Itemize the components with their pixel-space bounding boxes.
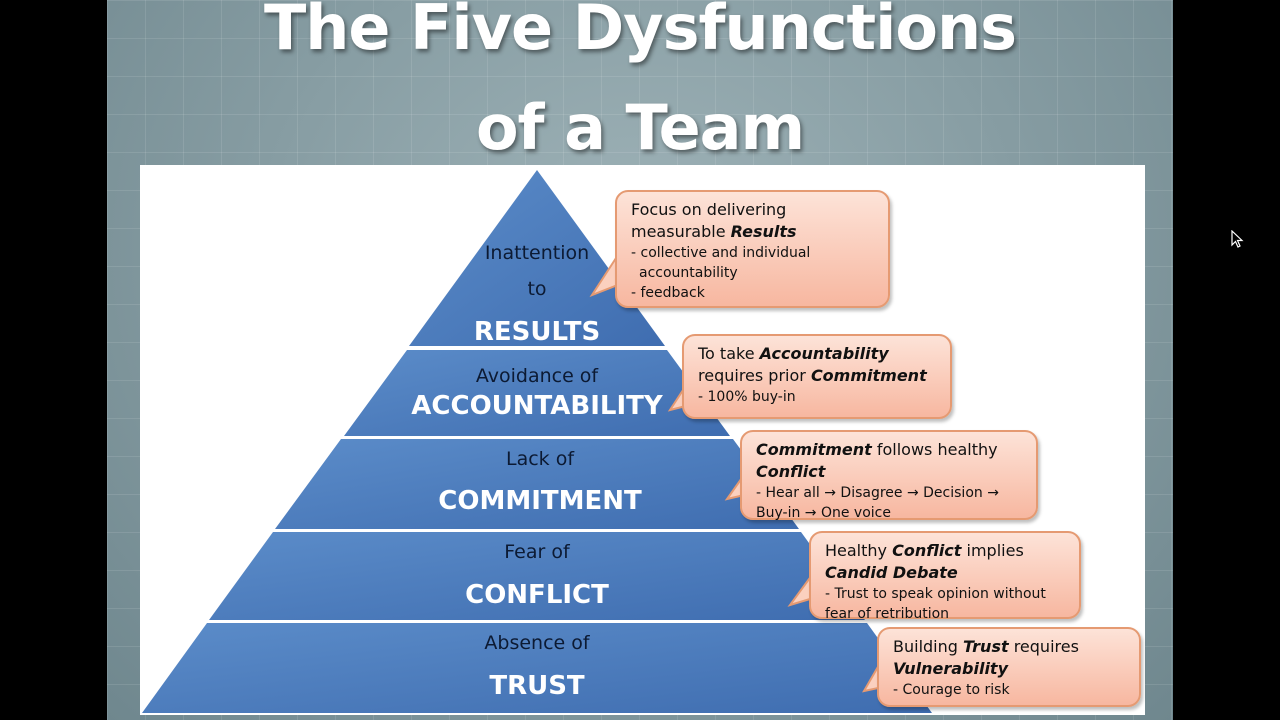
diagram-panel: Inattention to RESULTS Avoidance of ACCO… — [140, 165, 1145, 715]
tier-results-main: RESULTS — [474, 317, 600, 347]
callout-accountability-line1-pre: To take — [698, 344, 760, 363]
pyramid-tier-accountability — [344, 350, 730, 436]
callout-trust-bullet-1: - Courage to risk — [893, 682, 1010, 698]
callout-results: Focus on delivering measurable Results -… — [615, 190, 890, 308]
slide-title-line1: The Five Dysfunctions — [263, 0, 1017, 64]
pyramid-diagram: Inattention to RESULTS Avoidance of ACCO… — [142, 170, 932, 713]
callout-conflict-line1-pre: Healthy — [825, 541, 893, 560]
callout-trust: Building Trust requires Vulnerability - … — [877, 627, 1141, 707]
tier-trust-sub: Absence of — [484, 632, 590, 654]
callout-trust-line1-em: Trust — [963, 637, 1009, 656]
callout-trust-line2-em: Vulnerability — [893, 659, 1009, 678]
callout-results-line2-pre: measurable — [631, 222, 731, 241]
callout-commitment-line2-em: Conflict — [756, 462, 826, 481]
callout-accountability-line2-em: Commitment — [810, 366, 927, 385]
callout-conflict-bullet-2: fear of retribution — [825, 606, 950, 622]
tier-trust-main: TRUST — [489, 671, 585, 701]
tier-results-sub2: to — [527, 278, 546, 300]
pyramid-tier-conflict — [209, 532, 865, 620]
slide-title-line2: of a Team — [475, 91, 805, 164]
callout-commitment-line1-post: follows healthy — [871, 440, 998, 459]
callout-conflict-bullet-1: - Trust to speak opinion without — [825, 586, 1046, 602]
callout-conflict-line2-em: Candid Debate — [825, 563, 958, 582]
pyramid-tier-results — [409, 170, 665, 346]
callout-commitment: Commitment follows healthy Conflict - He… — [740, 430, 1038, 521]
callout-results-bullet-2: accountability — [639, 265, 738, 281]
callout-accountability-line2-pre: requires prior — [698, 366, 811, 385]
callout-results-line2-em: Results — [730, 222, 797, 241]
callout-trust-line1-pre: Building — [893, 637, 963, 656]
tier-accountability-main: ACCOUNTABILITY — [411, 391, 664, 421]
callout-results-line1: Focus on delivering — [631, 200, 787, 219]
mouse-cursor-icon — [1231, 230, 1244, 248]
callout-conflict: Healthy Conflict implies Candid Debate -… — [809, 531, 1081, 622]
tier-conflict-sub: Fear of — [504, 541, 571, 563]
callout-conflict-line1-post: implies — [961, 541, 1024, 560]
callout-results-bullet-1: - collective and individual — [631, 245, 811, 261]
callout-accountability-line1-em: Accountability — [759, 344, 889, 363]
callout-results-bullet-3: - feedback — [631, 285, 705, 301]
callout-trust-line1-post: requires — [1008, 637, 1079, 656]
tier-results-sub1: Inattention — [485, 242, 589, 264]
callout-accountability-bullet-1: - 100% buy-in — [698, 389, 796, 405]
tier-conflict-main: CONFLICT — [465, 580, 609, 610]
tier-commitment-sub: Lack of — [506, 448, 575, 470]
callout-commitment-line1-em: Commitment — [756, 440, 872, 459]
callout-conflict-line1-em: Conflict — [892, 541, 962, 560]
callout-commitment-bullet-1: - Hear all → Disagree → Decision → — [756, 485, 999, 501]
pyramid-tier-commitment — [275, 439, 799, 529]
pyramid-tier-trust — [142, 623, 932, 713]
callout-accountability: To take Accountability requires prior Co… — [682, 334, 952, 419]
callout-commitment-bullet-2: Buy-in → One voice — [756, 505, 891, 521]
tier-accountability-sub: Avoidance of — [476, 365, 600, 387]
tier-commitment-main: COMMITMENT — [438, 486, 642, 516]
